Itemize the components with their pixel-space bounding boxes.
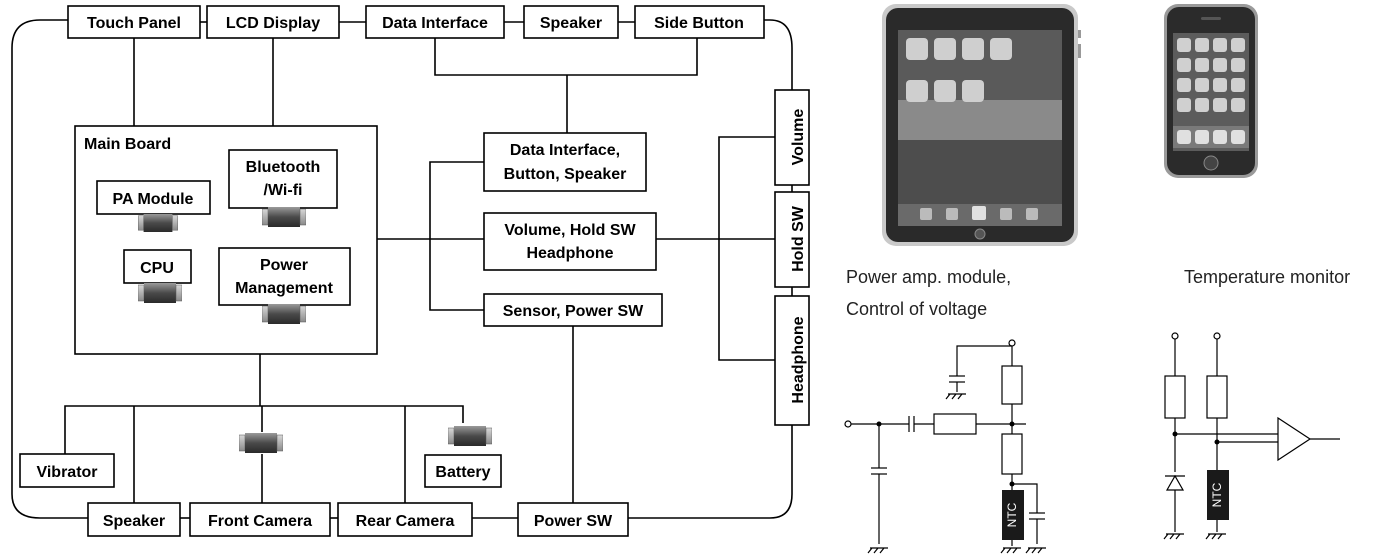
- svg-text:Management: Management: [235, 280, 333, 297]
- svg-text:Front Camera: Front Camera: [208, 513, 312, 530]
- battery-chip: [448, 426, 492, 446]
- power-amp-schematic: NTC: [844, 339, 1046, 554]
- ntc-label: NTC: [1210, 482, 1224, 507]
- front-camera-chip: [239, 433, 283, 453]
- hold-sw-block: Hold SW: [774, 191, 810, 288]
- caption-power-amp: Power amp. module,: [846, 267, 1011, 287]
- svg-text:Sensor, Power SW: Sensor, Power SW: [503, 303, 644, 320]
- caption-temperature: Temperature monitor: [1184, 267, 1350, 287]
- power-sw-block: Power SW: [517, 502, 629, 537]
- ntc-label: NTC: [1005, 502, 1019, 527]
- svg-text:Volume: Volume: [790, 109, 807, 166]
- pa-module-block: PA Module: [96, 180, 211, 232]
- svg-text:Power SW: Power SW: [534, 513, 613, 530]
- battery-block: Battery: [424, 454, 502, 488]
- svg-text:Rear Camera: Rear Camera: [356, 513, 455, 530]
- svg-text:/Wi-fi: /Wi-fi: [264, 182, 303, 199]
- svg-text:Data Interface,: Data Interface,: [510, 142, 620, 159]
- rear-camera-block: Rear Camera: [337, 502, 473, 537]
- svg-text:Speaker: Speaker: [103, 513, 165, 530]
- svg-text:Touch Panel: Touch Panel: [87, 15, 181, 32]
- chip-icon: [262, 207, 306, 227]
- front-camera-block: Front Camera: [189, 502, 331, 537]
- svg-text:Hold SW: Hold SW: [790, 205, 807, 272]
- outer-frame: [11, 19, 793, 519]
- touch-panel-block: Touch Panel: [67, 5, 201, 39]
- chip-icon: [138, 283, 182, 303]
- temperature-schematic: NTC: [1163, 332, 1340, 540]
- tablet-image: [882, 4, 1081, 246]
- svg-text:Headphone: Headphone: [790, 316, 807, 403]
- volume-block: Volume: [774, 89, 810, 186]
- svg-text:Vibrator: Vibrator: [36, 464, 97, 481]
- svg-text:Volume, Hold SW: Volume, Hold SW: [504, 222, 636, 239]
- phone-image: [1164, 4, 1258, 178]
- data-interface-button-speaker-block: Data Interface, Button, Speaker: [483, 132, 647, 192]
- lcd-display-block: LCD Display: [206, 5, 340, 39]
- volume-hold-headphone-block: Volume, Hold SW Headphone: [483, 212, 657, 271]
- svg-text:PA Module: PA Module: [113, 191, 194, 208]
- svg-text:Power: Power: [260, 257, 308, 274]
- cpu-block: CPU: [123, 249, 192, 303]
- svg-text:Bluetooth: Bluetooth: [246, 159, 321, 176]
- sensor-power-sw-block: Sensor, Power SW: [483, 293, 663, 327]
- chip-icon: [448, 426, 492, 446]
- chip-icon: [138, 214, 178, 232]
- data-interface-top-block: Data Interface: [365, 5, 505, 39]
- headphone-block: Headphone: [774, 295, 810, 426]
- speaker-bottom-block: Speaker: [87, 502, 181, 537]
- chip-icon: [262, 304, 306, 324]
- svg-text:Button, Speaker: Button, Speaker: [504, 166, 627, 183]
- svg-text:Headphone: Headphone: [526, 245, 613, 262]
- svg-text:Side Button: Side Button: [654, 15, 744, 32]
- bluetooth-wifi-block: Bluetooth /Wi-fi: [228, 149, 338, 227]
- chip-icon: [239, 433, 283, 453]
- power-management-block: Power Management: [218, 247, 351, 324]
- caption-control-voltage: Control of voltage: [846, 299, 987, 319]
- vibrator-block: Vibrator: [19, 453, 115, 488]
- speaker-top-block: Speaker: [523, 5, 619, 39]
- svg-text:Data Interface: Data Interface: [382, 15, 488, 32]
- svg-text:Main Board: Main Board: [84, 136, 171, 153]
- side-button-block: Side Button: [634, 5, 765, 39]
- svg-text:Battery: Battery: [435, 464, 490, 481]
- svg-text:Speaker: Speaker: [540, 15, 602, 32]
- svg-text:LCD Display: LCD Display: [226, 15, 320, 32]
- svg-text:CPU: CPU: [140, 260, 174, 277]
